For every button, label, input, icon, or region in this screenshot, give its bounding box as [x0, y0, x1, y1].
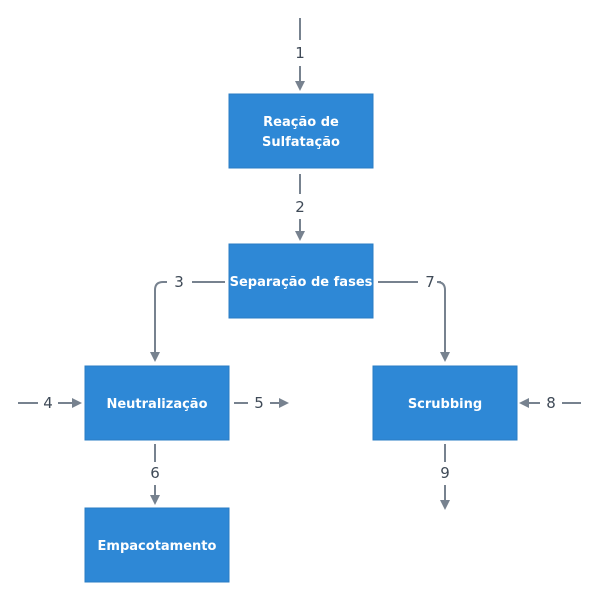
node-scrubbing-label: Scrubbing — [408, 397, 482, 412]
stream-label-6: 6 — [150, 464, 160, 482]
node-separacao-fases-label: Separação de fases — [230, 275, 373, 290]
node-reacao-sulfatacao[interactable]: Reação de Sulfatação — [228, 93, 374, 169]
node-empacotamento-label: Empacotamento — [98, 539, 217, 554]
node-scrubbing[interactable]: Scrubbing — [372, 365, 518, 441]
stream-label-9: 9 — [440, 464, 450, 482]
node-neutralizacao[interactable]: Neutralização — [84, 365, 230, 441]
edge-stream-7-elbow — [436, 281, 450, 362]
stream-label-2: 2 — [295, 198, 305, 216]
stream-label-1: 1 — [295, 44, 305, 62]
node-neutralizacao-label: Neutralização — [106, 397, 207, 412]
edge-stream-3-elbow — [150, 281, 167, 362]
node-reacao-sulfatacao-label-line-2: Sulfatação — [262, 135, 340, 150]
stream-label-7: 7 — [425, 273, 435, 291]
node-empacotamento[interactable]: Empacotamento — [84, 507, 230, 583]
stream-label-5: 5 — [254, 394, 264, 412]
edges — [18, 18, 581, 510]
node-reacao-sulfatacao-label-line-1: Reação de — [263, 115, 339, 130]
stream-label-3: 3 — [174, 273, 184, 291]
node-separacao-fases[interactable]: Separação de fases — [228, 243, 374, 319]
stream-labels: 1 2 3 7 4 5 8 6 9 — [43, 44, 556, 482]
stream-label-8: 8 — [546, 394, 556, 412]
stream-label-4: 4 — [43, 394, 53, 412]
